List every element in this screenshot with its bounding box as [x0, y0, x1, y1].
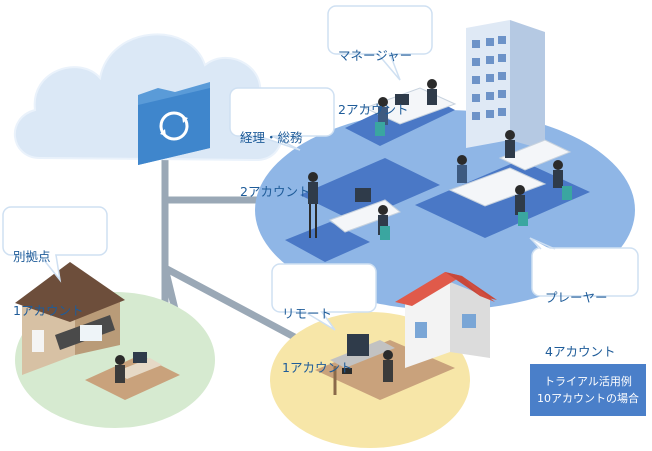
badge-line1: トライアル活用例 — [544, 375, 632, 388]
bubble-remote — [271, 263, 377, 331]
speech-bubbles — [2, 5, 639, 331]
bubble-branch — [2, 206, 108, 283]
shop-icon — [15, 262, 125, 375]
label-remote: リモート 1アカウント — [282, 269, 352, 395]
bubble-accounting — [229, 87, 335, 151]
house-icon — [395, 272, 497, 368]
office-desks — [308, 79, 572, 240]
label-remote-line1: リモート — [282, 306, 333, 321]
label-accounting: 経理・総務 2アカウント — [240, 93, 310, 219]
office-building-icon — [466, 20, 545, 150]
label-accounting-line1: 経理・総務 — [240, 130, 303, 145]
bubble-manager — [327, 5, 433, 81]
label-manager-line1: マネージャー — [338, 48, 413, 63]
label-player-line2: 4アカウント — [545, 344, 616, 359]
label-branch-line1: 別拠点 — [13, 249, 51, 264]
label-player: プレーヤー 4アカウント — [545, 253, 615, 379]
label-branch: 別拠点 1アカウント — [13, 212, 83, 338]
label-manager: マネージャー 2アカウント — [338, 11, 412, 137]
remote-worker — [330, 334, 395, 395]
badge-line2: 10アカウントの場合 — [537, 392, 639, 405]
label-player-line1: プレーヤー — [545, 290, 608, 305]
folder-sync-icon — [138, 82, 210, 165]
label-manager-line2: 2アカウント — [338, 102, 409, 117]
branch-worker — [115, 352, 162, 383]
label-remote-line2: 1アカウント — [282, 360, 353, 375]
trial-example-badge: トライアル活用例 10アカウントの場合 — [530, 364, 646, 416]
bubble-player — [529, 237, 639, 297]
label-accounting-line2: 2アカウント — [240, 184, 311, 199]
label-branch-line2: 1アカウント — [13, 303, 84, 318]
